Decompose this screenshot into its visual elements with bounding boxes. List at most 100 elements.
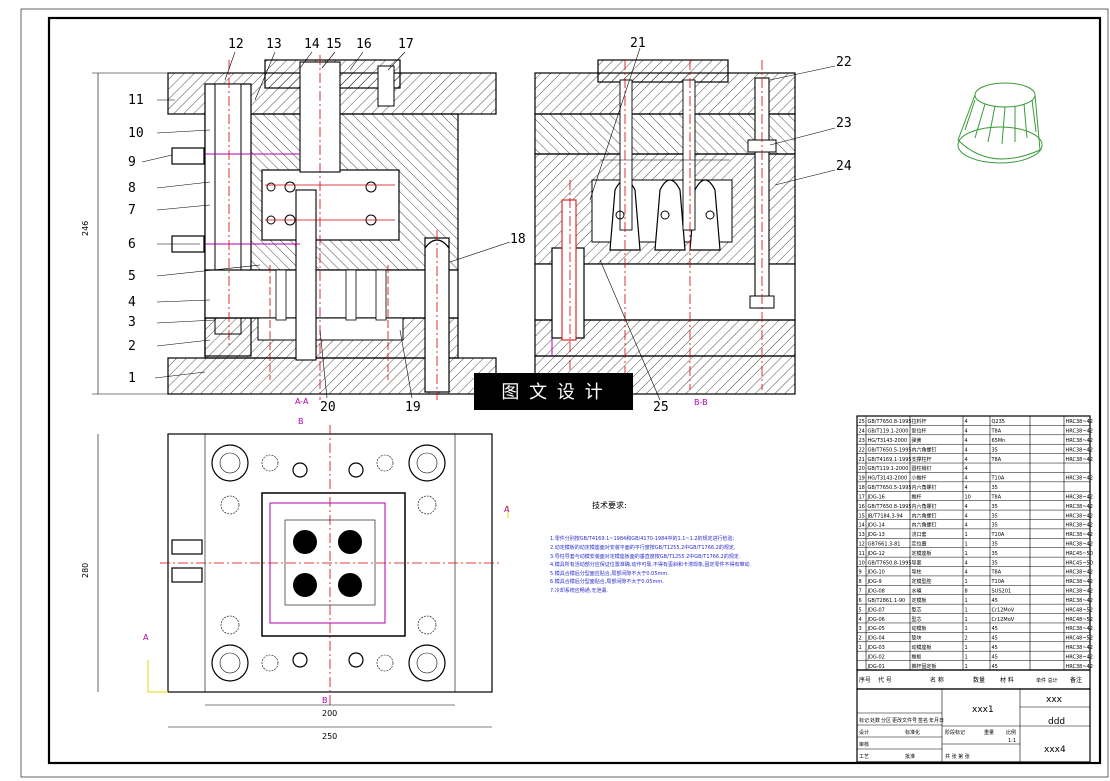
bom-cell-name: 内六角螺钉 (912, 484, 937, 491)
bom-cell-mat: 45 (992, 645, 998, 651)
title-stage: 阶段标记 (945, 729, 965, 736)
callout-19: 19 (405, 400, 421, 415)
bom-cell-no: 19 (859, 476, 865, 482)
bom-cell-code: JDG-12 (867, 551, 885, 557)
bom-cell-qty: 4 (965, 523, 968, 529)
bom-cell-note: HRC38~42 (1066, 523, 1093, 529)
bom-cell-no: 15 (859, 513, 865, 519)
bom-header-weight: 单件 总计 (1036, 677, 1058, 684)
bom-cell-name: 导柱 (912, 569, 922, 576)
bom-cell-code: GB/T7650.8-1995 (868, 419, 912, 425)
bom-cell-no: 1 (859, 645, 862, 651)
bom-header-note: 备注 (1070, 676, 1082, 684)
bom-cell-code: JDG-06 (867, 617, 885, 623)
bom-cell-no: 20 (859, 466, 865, 472)
bom-cell-note: HRC38~42 (1066, 664, 1093, 670)
bom-cell-qty: 8 (965, 589, 968, 595)
tech-note-4: 4.模具所有活动部分应保证位置准确,动作可靠,不得有歪斜和卡滞现象,固定零件不得… (550, 561, 752, 568)
bom-cell-no: 24 (859, 429, 865, 435)
bom-cell-qty: 1 (965, 532, 968, 538)
dim-width-inner: 200 (322, 709, 337, 718)
title-row-count: 处数 (870, 717, 880, 724)
title-scale: 比例 (1006, 729, 1016, 736)
section-arrow-a-left: A (143, 633, 149, 642)
bom-cell-code: GB/T7650.5-1995 (868, 447, 912, 453)
bom-cell-name: 型芯 (912, 606, 922, 613)
tech-note-6: 6.模具合模后分型面贴合,局部间隙不大于0.05mm. (550, 578, 664, 585)
bom-cell-code: JDG-9 (867, 579, 882, 585)
bom-cell-qty: 1 (965, 654, 968, 660)
callout-22: 22 (836, 55, 852, 70)
bom-cell-name: 内六角螺钉 (912, 503, 937, 510)
bom-cell-code: GB/T7650.5-1995 (868, 485, 912, 491)
bom-cell-qty: 4 (965, 560, 968, 566)
title-role-process: 工艺 (859, 754, 869, 760)
bom-cell-note: HRC48~52 (1066, 607, 1093, 613)
bom-cell-name: 圆柱销钉 (912, 465, 932, 472)
callout-9: 9 (128, 155, 136, 170)
plan-view: A A B B 200 250 280 (81, 417, 510, 741)
callout-24: 24 (836, 159, 852, 174)
bom-cell-code: GB/T4169.1-1995 (868, 457, 912, 463)
bom-cell-qty: 1 (965, 664, 968, 670)
dim-width-outer: 250 (322, 732, 337, 741)
bom-cell-note: HRC38~42 (1066, 626, 1093, 632)
bom-cell-code: JDG-04 (867, 636, 885, 642)
bom-cell-no: 25 (859, 419, 865, 425)
title-block: xxx1 xxx ddd xxx4 阶段标记 重量 比例 1:1 共 张 第 张… (856, 688, 1091, 763)
bom-cell-name: 小推杆 (912, 475, 927, 482)
callout-3: 3 (128, 315, 136, 330)
bom-cell-name: 型芯 (912, 616, 922, 623)
bom-cell-note: HRC38~42 (1066, 589, 1093, 595)
bom-cell-mat: T8A (991, 494, 1002, 500)
bom-header-code: 代 号 (878, 676, 892, 684)
bom-cell-qty: 1 (965, 607, 968, 613)
tech-note-3: 3.导柱导套与动模安装面对定模座板面的垂直度按GB/T1255.2中GB/T17… (550, 553, 741, 560)
bom-cell-note: HRC45~50 (1066, 551, 1093, 557)
callout-13: 13 (266, 37, 282, 52)
bom-cell-name: 推杆固定板 (912, 663, 937, 670)
inner-border (47, 16, 1102, 765)
section-aa-label: A-A (295, 397, 309, 406)
bom-cell-mat: 65Mn (992, 438, 1006, 444)
callout-25: 25 (653, 400, 669, 415)
tech-note-1: 1.零件分别按GB/T4169.1~1984和GB/4170-1984中的1.1… (550, 535, 735, 542)
section-arrow-b-bottom: B (322, 696, 328, 705)
bom-cell-name: 定位圈 (912, 541, 927, 548)
bom-cell-name: 动模座板 (912, 644, 932, 651)
bom-header-qty: 数量 (973, 676, 985, 684)
bom-cell-note: HRC48~52 (1066, 617, 1093, 623)
bom-cell-name: 定模型腔 (912, 578, 932, 585)
bom-cell-code: JDG-07 (867, 607, 885, 613)
bom-cell-qty: 4 (965, 466, 968, 472)
bom-cell-code: HG/T3143-2000 (868, 476, 908, 482)
bom-cell-mat: 35 (992, 485, 998, 491)
bom-cell-note: HRC38~42 (1066, 598, 1093, 604)
bom-cell-code: JDG-13 (867, 532, 885, 538)
callout-4: 4 (128, 295, 136, 310)
section-aa-view: 246 A-A (81, 55, 497, 406)
bom-cell-code: JDG-01 (867, 664, 885, 670)
callout-1: 1 (128, 371, 136, 386)
bom-cell-note: HRC38~42 (1066, 504, 1093, 510)
bom-cell-name: 内六角螺钉 (912, 522, 937, 529)
bom-cell-mat: Q235 (992, 419, 1005, 425)
bom-cell-qty: 10 (965, 494, 971, 500)
title-scale-val: 1:1 (1008, 738, 1016, 744)
callout-6: 6 (128, 237, 136, 252)
bom-cell-code: GB/T7650.8-1995 (868, 504, 912, 510)
title-row-file: 更改文件号 (892, 717, 917, 724)
bom-cell-code: JDG-03 (867, 645, 885, 651)
bom-cell-mat: Cr12MoV (992, 607, 1015, 613)
section-arrow-b-top: B (298, 417, 304, 426)
title-row-sign: 签名 (918, 717, 928, 724)
bom-cell-qty: 1 (965, 551, 968, 557)
bom-cell-no: 11 (859, 551, 865, 557)
title-sheet: 共 张 第 张 (945, 753, 970, 760)
callout-10: 10 (128, 126, 144, 141)
bom-cell-code: HG/T3143-2000 (868, 438, 908, 444)
callout-7: 7 (128, 203, 136, 218)
bom-cell-no: 21 (859, 457, 865, 463)
